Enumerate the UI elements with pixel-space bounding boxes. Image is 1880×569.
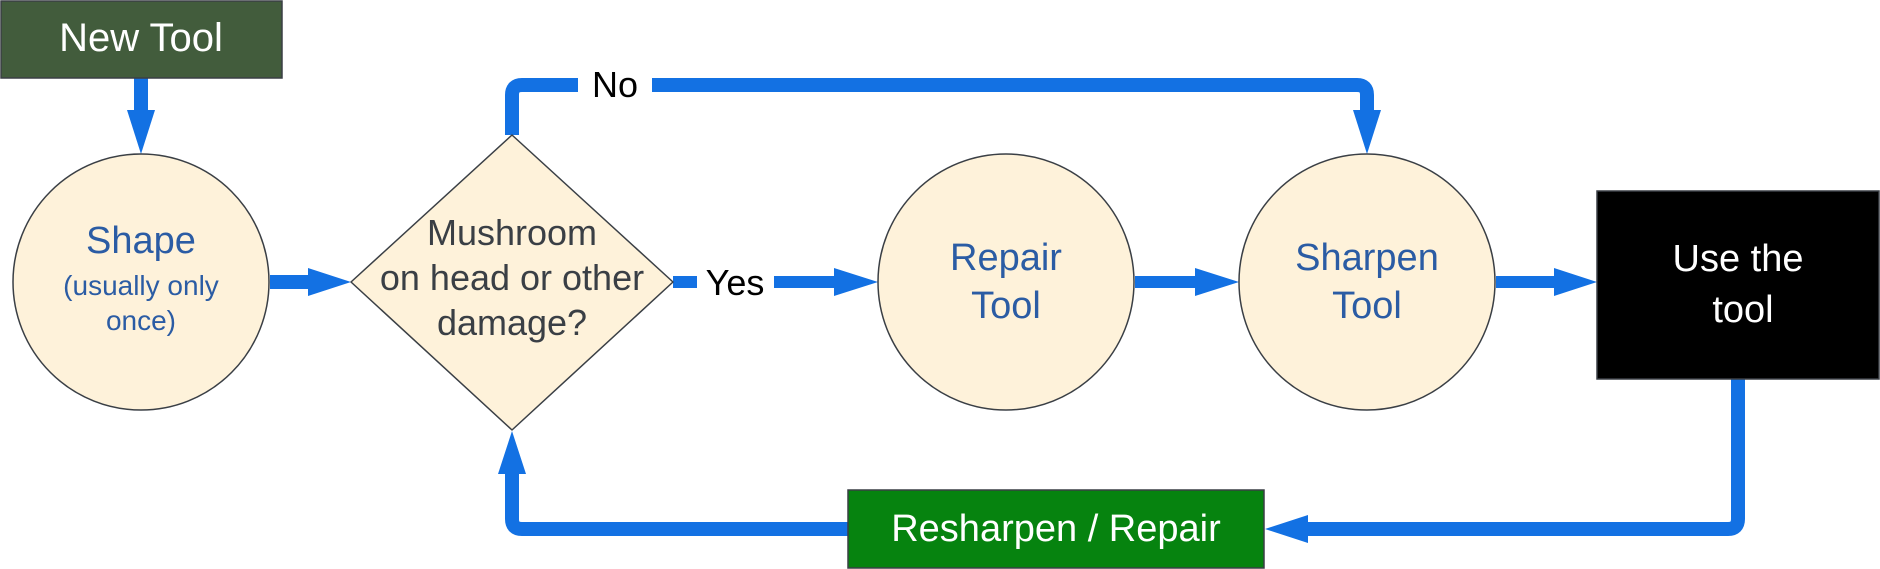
resharpen-label: Resharpen / Repair (891, 508, 1221, 550)
new-tool-label: New Tool (59, 16, 223, 60)
use-tool-line-2: tool (1712, 289, 1773, 331)
node-sharpen-tool: Sharpen Tool (1238, 153, 1496, 411)
edge-newtool-to-shape (127, 78, 155, 154)
edge-repair-to-sharpen (1135, 268, 1239, 296)
edge-label-no: No (592, 64, 638, 105)
node-repair-tool: Repair Tool (877, 153, 1135, 411)
connectors (127, 78, 1745, 543)
shape-sublabel-1: (usually only (63, 270, 219, 301)
use-tool-line-1: Use the (1673, 238, 1804, 280)
edge-decision-no-to-sharpen (505, 78, 1381, 154)
edge-decision-yes-to-repair (673, 268, 878, 296)
repair-line-1: Repair (950, 237, 1062, 279)
node-resharpen-repair: Resharpen / Repair (847, 489, 1265, 569)
edge-shape-to-decision (270, 268, 351, 296)
node-new-tool: New Tool (0, 0, 283, 79)
decision-line-2: on head or other (380, 257, 644, 298)
decision-line-3: damage? (437, 302, 587, 343)
sharpen-line-2: Tool (1332, 285, 1402, 327)
sharpen-line-1: Sharpen (1295, 237, 1439, 279)
shape-label: Shape (86, 220, 196, 262)
node-decision: Mushroom on head or other damage? (350, 134, 674, 431)
decision-line-1: Mushroom (427, 212, 597, 253)
edge-use-to-resharpen (1265, 379, 1745, 543)
node-use-the-tool: Use the tool (1596, 190, 1880, 380)
shape-sublabel-2: once) (106, 305, 176, 336)
edge-label-yes: Yes (706, 262, 765, 303)
repair-line-2: Tool (971, 285, 1041, 327)
edge-resharpen-to-decision (498, 431, 848, 536)
node-shape: Shape (usually only once) (12, 153, 270, 411)
edge-sharpen-to-use (1496, 268, 1597, 296)
